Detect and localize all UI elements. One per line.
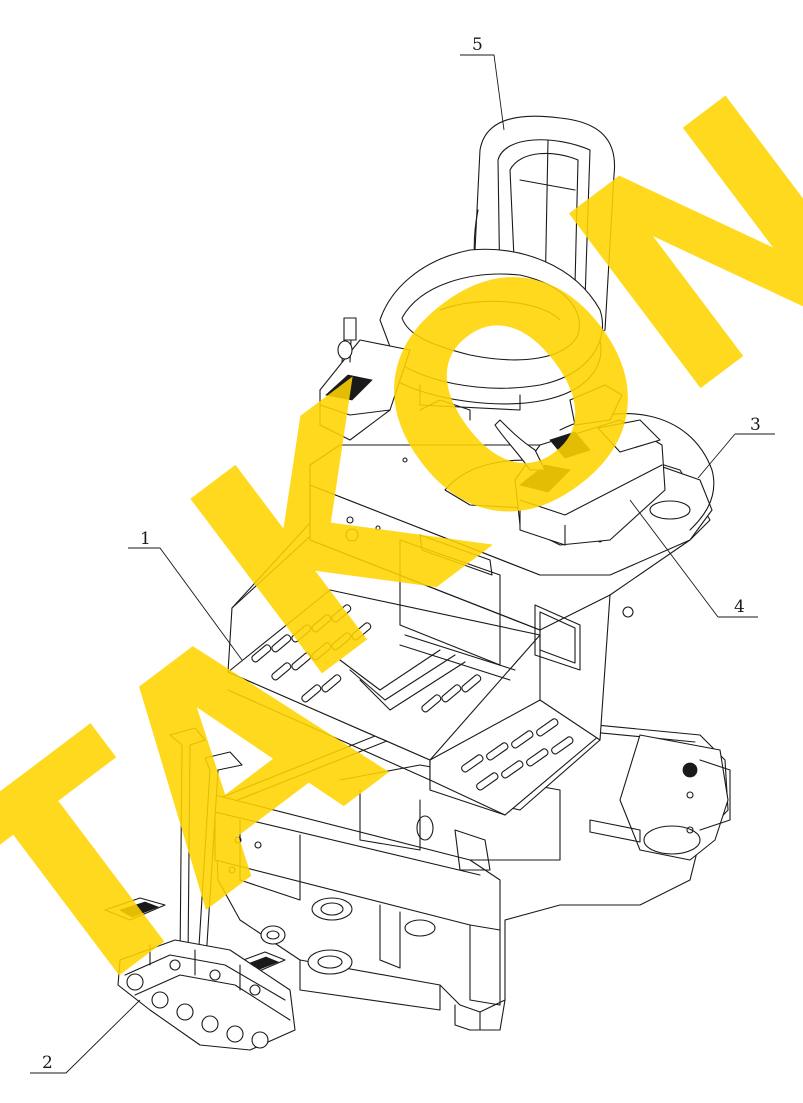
callout-4: 4: [629, 499, 758, 618]
callout-label-2: 2: [42, 1053, 53, 1073]
control-valve-assembly: [104, 727, 296, 1051]
callout-2: 2: [30, 999, 141, 1074]
callout-5: 5: [460, 35, 505, 131]
callout-3: 3: [697, 415, 775, 479]
callout-1: 1: [128, 529, 243, 661]
operator-seat: [319, 115, 666, 546]
callout-label-3: 3: [750, 415, 761, 435]
callout-label-5: 5: [472, 35, 483, 55]
chassis-frame: [214, 709, 731, 1031]
callout-label-1: 1: [140, 529, 151, 549]
callout-label-4: 4: [734, 597, 745, 617]
